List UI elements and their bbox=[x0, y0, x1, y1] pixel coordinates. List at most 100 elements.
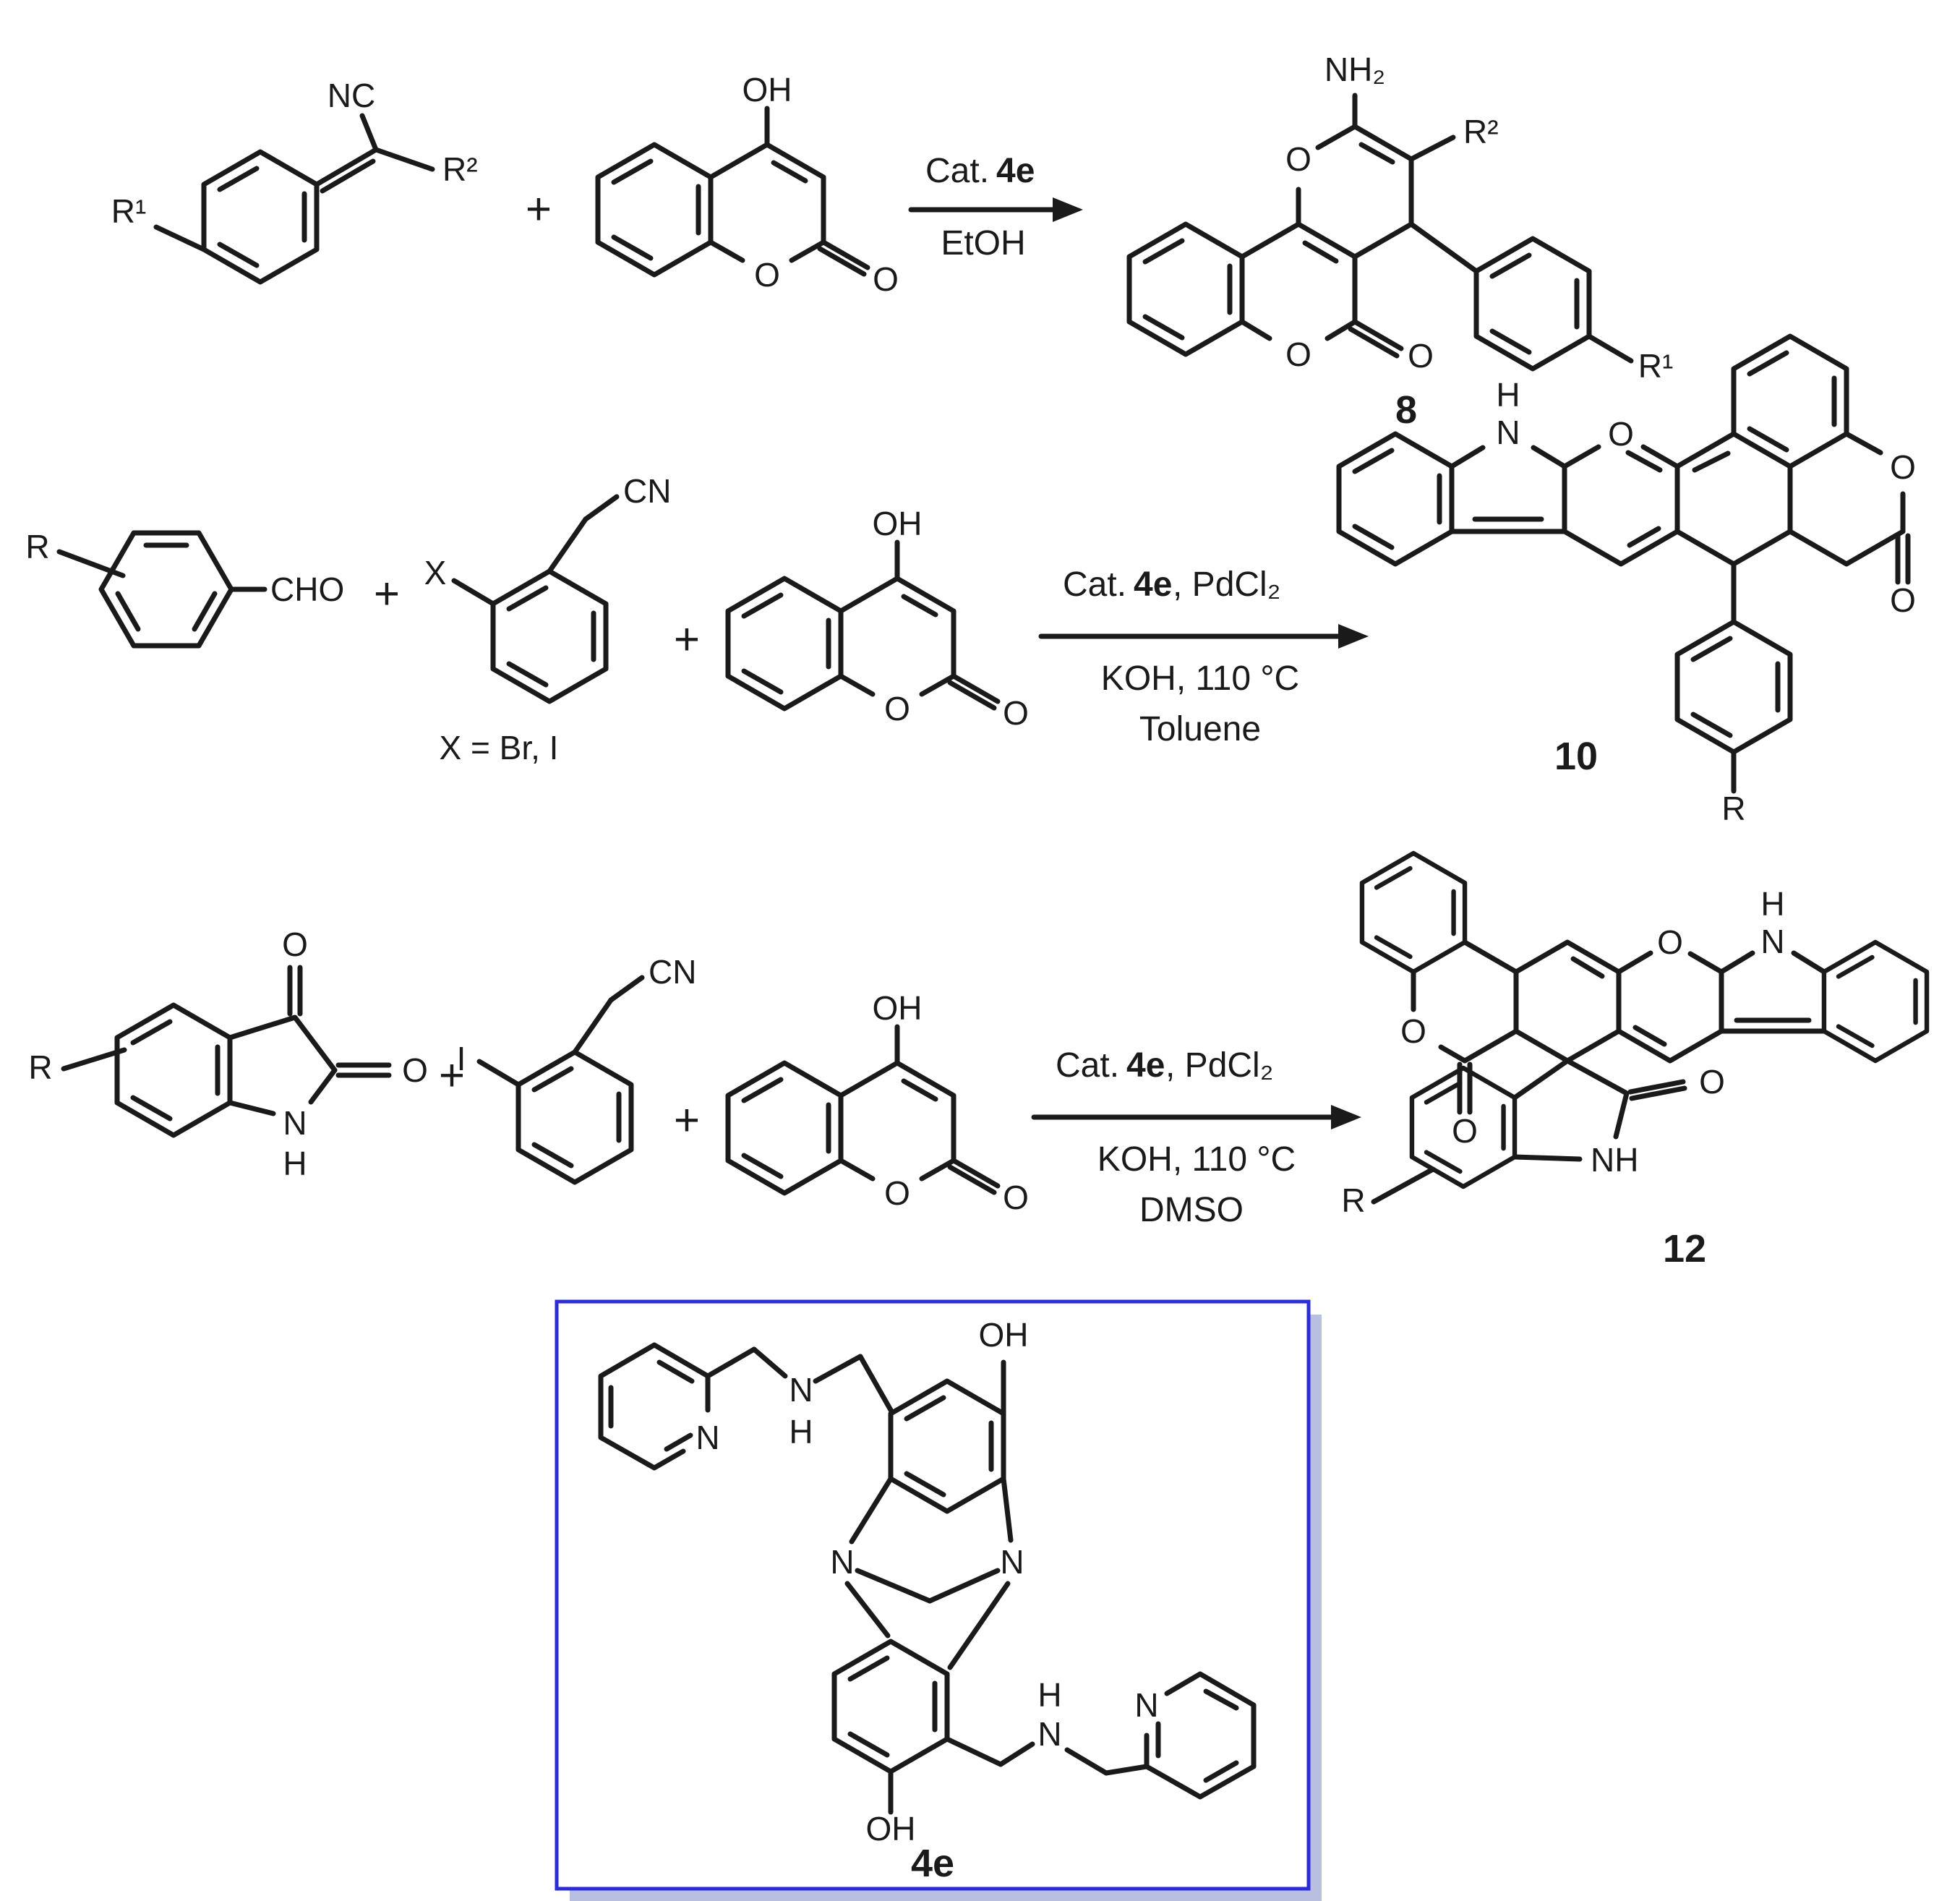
catalyst-box: N N H OH N bbox=[555, 1299, 1322, 1901]
arrow-2: Cat. 4e , PdCl₂ KOH, 110 °C Toluene bbox=[1038, 565, 1369, 748]
amide-oxygen-label: O bbox=[402, 1051, 428, 1089]
lactone-oxygen-label: O bbox=[1890, 448, 1916, 486]
bridge-nitrogen-left-label: N bbox=[830, 1543, 854, 1581]
benzo-ring bbox=[1129, 224, 1242, 354]
hydroxyl-label: OH bbox=[866, 1810, 916, 1847]
chromene-benzo-ring bbox=[1734, 336, 1846, 466]
catalyst-id-label: 4e bbox=[996, 152, 1035, 190]
plus-sign: + bbox=[674, 615, 700, 665]
carbonyl-oxygen-label: O bbox=[1408, 337, 1434, 375]
pd-cocatalyst-label: , PdCl₂ bbox=[1173, 565, 1280, 604]
hydroxycoumarin-3 bbox=[728, 989, 1029, 1216]
r-label: R bbox=[1341, 1182, 1365, 1219]
nh-hydrogen-label: H bbox=[1496, 376, 1520, 414]
pyran-oxygen-label: O bbox=[1285, 140, 1311, 178]
carbonyl-oxygen-label: O bbox=[1890, 581, 1916, 619]
pyran-oxygen-label: O bbox=[1657, 923, 1683, 961]
solvent-label: Toluene bbox=[1139, 710, 1261, 748]
amine-nitrogen-label: N bbox=[1037, 1715, 1061, 1753]
nitrogen-label: N bbox=[1496, 414, 1520, 451]
pendant-aryl-ring bbox=[1677, 622, 1790, 752]
pyridine-nitrogen-label: N bbox=[1134, 1686, 1158, 1724]
halogen-label: X bbox=[424, 554, 447, 591]
catalyst-structure: N N H OH N bbox=[598, 1316, 1257, 1885]
arrowhead-icon bbox=[1053, 197, 1083, 222]
bottom-amine-arm: H N bbox=[944, 1676, 1150, 1776]
plus-sign: + bbox=[526, 184, 552, 234]
r-label: R bbox=[1721, 790, 1745, 827]
catalyst-compound-label: 4e bbox=[911, 1842, 954, 1885]
arylidene-nitrile-structure: NC R² R¹ bbox=[111, 77, 478, 282]
r-label: R bbox=[28, 1048, 52, 1086]
isatin-structure: O O N H R bbox=[28, 926, 428, 1182]
pyridine-ring-top: N bbox=[598, 1342, 720, 1471]
nh-hydrogen-label: H bbox=[283, 1145, 307, 1182]
catalyst-condition-label: Cat. bbox=[925, 152, 989, 190]
hydroxycoumarin-1 bbox=[598, 71, 899, 298]
pd-cocatalyst-label: , PdCl₂ bbox=[1165, 1046, 1273, 1085]
indole-benzo-ring bbox=[1824, 942, 1927, 1061]
lactone-oxygen-label: O bbox=[1400, 1012, 1426, 1050]
reaction-2: R CHO + CN X X = Br, I + Cat. 4e , PdCl₂… bbox=[25, 336, 1916, 827]
arrow-1: Cat. 4e EtOH bbox=[908, 152, 1083, 262]
iodine-label: I bbox=[457, 1040, 466, 1077]
arylidene-skeleton bbox=[153, 113, 435, 252]
plus-sign: + bbox=[439, 1051, 465, 1101]
aminal-bridge: N N bbox=[830, 1476, 1024, 1670]
aryl-ring bbox=[204, 152, 317, 282]
arrow-3: Cat. 4e , PdCl₂ KOH, 110 °C DMSO bbox=[1031, 1046, 1361, 1229]
catalyst-id-label: 4e bbox=[1126, 1046, 1165, 1085]
amide-oxygen-label: O bbox=[1699, 1063, 1725, 1101]
amine-hydrogen-label: H bbox=[789, 1413, 813, 1451]
catalyst-box-border bbox=[555, 1299, 1311, 1891]
arrowhead-icon bbox=[1338, 624, 1369, 649]
nitrile-label: NC bbox=[328, 77, 375, 114]
amide-nh-label: NH bbox=[1591, 1141, 1638, 1179]
compound-number-8: 8 bbox=[1395, 388, 1417, 432]
isatin-skeleton bbox=[61, 965, 392, 1116]
reaction-3: O O N H R + CN I + Cat. 4e , PdCl₂ KOH, … bbox=[28, 853, 1927, 1270]
catalyst-condition-label: Cat. bbox=[1063, 565, 1126, 604]
aryl-ring bbox=[101, 533, 231, 646]
bridge-nitrogen-right-label: N bbox=[1000, 1543, 1024, 1581]
pyridine-nitrogen-label: N bbox=[696, 1419, 719, 1456]
catalyst-cond-label: Cat. bbox=[1056, 1046, 1119, 1085]
benzo-ring bbox=[117, 1005, 230, 1135]
amine-hydrogen-label: H bbox=[1037, 1676, 1061, 1714]
solvent-label: EtOH bbox=[941, 224, 1025, 262]
product-10-structure: H N O O O R 10 bbox=[1339, 336, 1916, 827]
chromene-benzo-ring bbox=[1362, 853, 1465, 972]
benzaldehyde-structure: R CHO bbox=[25, 528, 344, 646]
reaction-1: NC R² R¹ + Cat. 4e EtOH bbox=[111, 51, 1674, 432]
arrowhead-icon bbox=[1331, 1105, 1361, 1129]
amine-nitrogen-label: N bbox=[789, 1371, 813, 1409]
nh-hydrogen-label: H bbox=[1760, 885, 1784, 923]
halo-phenylacetonitrile-structure: CN X X = Br, I bbox=[424, 472, 672, 766]
aldehyde-label: CHO bbox=[270, 571, 344, 608]
lactone-oxygen-label: O bbox=[1285, 336, 1311, 373]
base-temp-label: KOH, 110 °C bbox=[1101, 659, 1299, 698]
hydroxycoumarin-2 bbox=[728, 505, 1029, 732]
product-12-structure: O O O H N NH O R 12 bbox=[1341, 853, 1927, 1270]
compound-number-10: 10 bbox=[1554, 735, 1598, 778]
solvent-label: DMSO bbox=[1139, 1191, 1244, 1229]
carbonyl-oxygen-label: O bbox=[1452, 1112, 1478, 1150]
ketone-oxygen-label: O bbox=[282, 926, 308, 963]
iodo-phenylacetonitrile-structure: CN I bbox=[457, 953, 696, 1182]
nitrogen-label: N bbox=[1760, 923, 1784, 960]
nitrogen-label: N bbox=[283, 1104, 307, 1142]
plus-sign: + bbox=[674, 1095, 700, 1145]
r2-label: R² bbox=[1463, 113, 1499, 150]
halogen-definition: X = Br, I bbox=[440, 729, 559, 766]
hydroxyl-label: OH bbox=[979, 1316, 1029, 1354]
plus-sign: + bbox=[374, 569, 400, 619]
r-label: R bbox=[25, 528, 49, 565]
product-10-skeleton bbox=[1449, 431, 1911, 794]
indole-benzo-ring bbox=[1339, 434, 1452, 564]
product-8-skeleton bbox=[1239, 93, 1634, 364]
product-8-structure: NH₂ O R² O O R¹ 8 bbox=[1129, 51, 1673, 432]
aryl-ring bbox=[493, 571, 606, 701]
pyran-oxygen-label: O bbox=[1608, 415, 1634, 453]
